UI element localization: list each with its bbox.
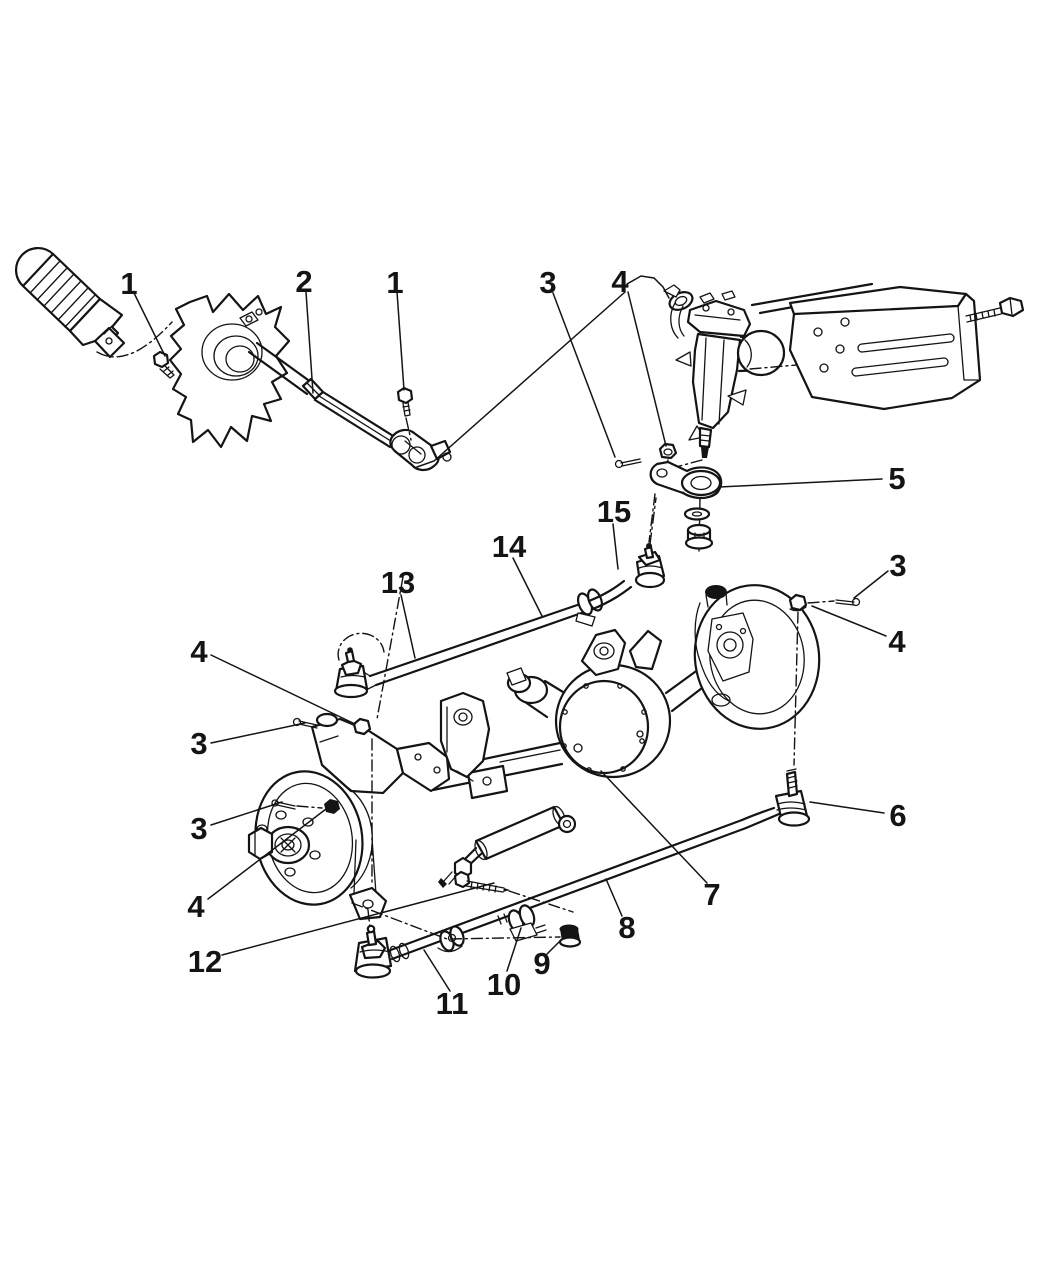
ball-joint-nut [352,717,372,736]
callout-9: 9 [533,946,550,981]
leader-line [605,878,623,917]
callout-4: 4 [611,264,629,299]
tie-rod-end-left [353,924,393,979]
leader-line [221,882,495,956]
leader-line [512,557,543,617]
leader-line [853,570,889,599]
leader-line [600,770,708,884]
callout-14: 14 [492,529,527,564]
leader-line [305,291,314,394]
right-knuckle-rotor [693,584,861,766]
damper-eye [557,814,577,834]
callout-4: 4 [187,889,205,924]
column-coupler [15,247,173,359]
shock-bracket [439,691,491,779]
drag-link [333,497,666,720]
leader-line [210,654,356,725]
leader-line [416,291,626,468]
tie-rod [351,768,811,979]
ball-joint-cap [705,585,727,599]
leader-line [627,291,667,447]
cotter-pin [851,597,861,607]
leader-line [506,927,522,972]
intermediate-shaft [247,341,452,472]
leader-line [396,291,405,391]
callout-15: 15 [597,494,631,529]
callout-13: 13 [381,565,415,600]
callout-12: 12 [188,944,222,979]
callout-7: 7 [703,877,720,912]
tie-rod-end [333,683,369,699]
leader-line [552,292,616,458]
cotter-pin [292,717,302,727]
callout-8: 8 [618,910,635,945]
leader-line [210,801,283,826]
jam-nut [558,924,582,948]
pitman-nut [658,442,678,460]
callout-2: 2 [295,264,312,299]
callout-3: 3 [190,726,207,761]
pitman-washer [683,507,711,521]
leader-line [809,801,885,814]
spindle-nut [247,826,274,861]
callout-3: 3 [539,265,556,300]
cotter-pin [614,459,624,469]
leader-line [210,722,306,744]
callout-11: 11 [436,986,469,1021]
callout-4: 4 [190,634,208,669]
left-knuckle-rotor [247,691,491,929]
axle-bracket [580,628,627,677]
leader-line [718,478,883,488]
hub-nut [324,799,340,814]
leader-line [400,594,416,659]
callout-1: 1 [386,265,403,300]
pitman-arm-group [614,442,723,553]
dash-panel-plate [168,292,291,449]
leader-line [546,940,561,955]
leader-line [207,808,327,900]
callout-10: 10 [487,967,521,1002]
callout-3: 3 [889,548,906,583]
knuckle-nut [788,593,808,612]
callout-5: 5 [888,461,905,496]
leader-line [133,292,166,357]
pitman-lower-nut [684,523,714,550]
leader-line [811,605,887,637]
callout-6: 6 [889,798,906,833]
tie-rod-sleeve [437,925,465,953]
damper-stud [453,870,510,893]
leader-line [626,275,670,299]
bracket-bolt [965,296,1025,323]
frame-bracket [750,282,982,411]
leader-line [423,949,451,992]
steering-gear [663,284,844,468]
callout-4: 4 [888,624,906,659]
steering-damper [438,805,577,913]
callout-3: 3 [190,811,207,846]
callout-1: 1 [120,266,137,301]
leader-line [612,523,619,570]
tie-rod-end-right [740,768,811,830]
adjuster-clamp [507,904,547,942]
steering-arm [348,886,388,921]
